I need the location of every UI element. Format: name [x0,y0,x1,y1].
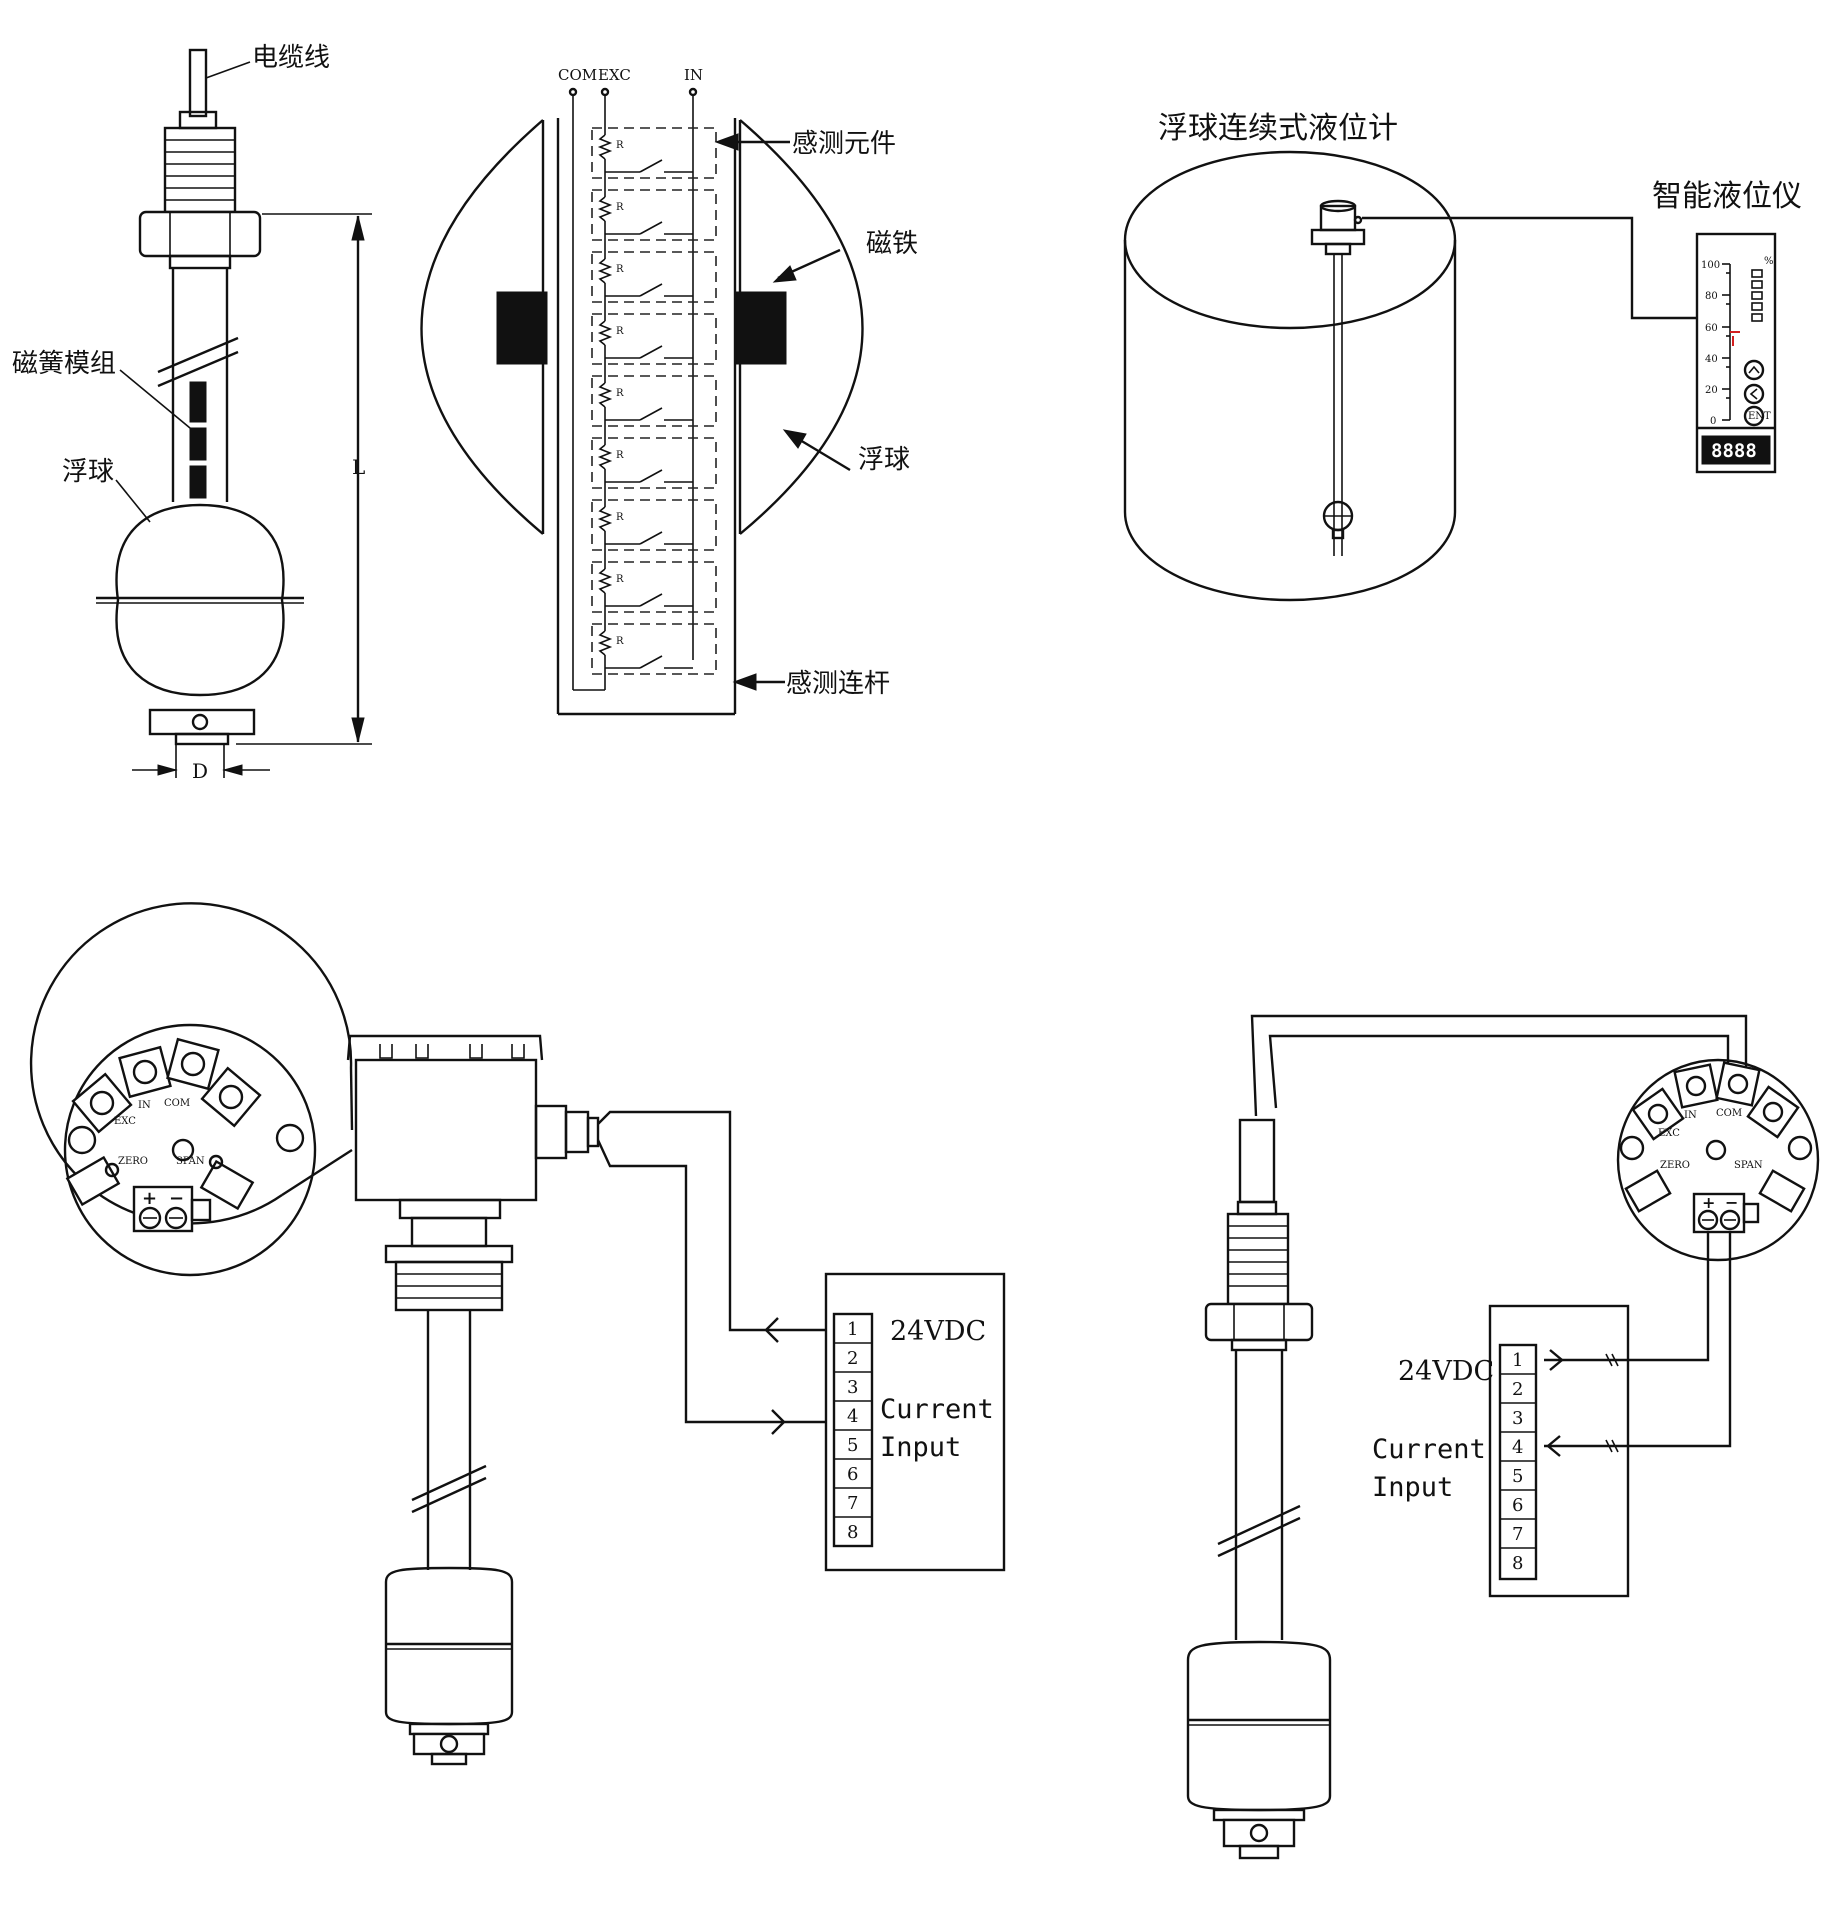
reed-schematic [420,87,864,716]
resistor-label: R [616,326,624,337]
resistor-label: R [616,450,624,461]
right-in-label: IN [1684,1110,1697,1121]
terminal-block-right [1488,1304,1630,1598]
sensing-element-label: 感测元件 [792,129,896,159]
left-zero-label: ZERO [118,1156,148,1167]
left-current-label: Current [880,1394,994,1425]
schematic-float-label: 浮球 [858,445,910,475]
reed-module-label: 磁簧模组 [12,349,116,379]
left-terminal-7: 7 [847,1493,858,1514]
length-label: L [352,455,365,479]
resistor-label: R [616,202,624,213]
left-terminal-1: 1 [847,1319,858,1340]
tank-title: 浮球连续式液位计 [1158,111,1398,146]
left-minus-label: − [169,1188,184,1209]
scale-60: 60 [1705,323,1718,334]
level-instrument [1695,232,1777,474]
left-key-icon [1743,383,1765,405]
left-plus-label: + [142,1188,157,1209]
right-plus-label: + [1702,1193,1715,1212]
right-com-label: COM [1716,1108,1742,1119]
digital-display: 8888 [1711,440,1757,462]
scale-40: 40 [1705,354,1718,365]
float-sensor-drawing [96,48,372,778]
scale-0: 0 [1710,416,1716,427]
scale-20: 20 [1705,385,1718,396]
right-terminal-1: 1 [1512,1350,1523,1371]
tank-drawing [1123,150,1696,602]
resistor-label: R [616,512,624,523]
left-span-label: SPAN [176,1156,205,1167]
right-input-label: Input [1372,1472,1453,1503]
left-terminal-2: 2 [847,1348,858,1369]
transmitter-detail-right [1186,1014,1820,1860]
left-input-label: Input [880,1432,961,1463]
cable-label: 电缆线 [252,43,330,73]
float-label: 浮球 [62,457,114,487]
resistor-label: R [616,388,624,399]
magnet-label: 磁铁 [866,229,918,259]
in-terminal-label: IN [684,66,703,84]
left-terminal-6: 6 [847,1464,858,1485]
right-minus-label: − [1725,1193,1738,1212]
transmitter-detail-left [29,902,826,1766]
com-terminal-label: COM [558,66,597,84]
right-terminal-8: 8 [1512,1553,1523,1574]
left-voltage-label: 24VDC [890,1316,986,1347]
scale-100: 100 [1701,260,1720,271]
instrument-label: 智能液位仪 [1652,179,1802,214]
resistor-label: R [616,140,624,151]
right-exc-label: EXC [1658,1128,1680,1139]
sensing-rod-label: 感测连杆 [786,669,890,699]
right-terminal-5: 5 [1512,1466,1523,1487]
resistor-label: R [616,636,624,647]
left-in-label: IN [138,1100,151,1111]
left-terminal-4: 4 [847,1406,858,1427]
resistor-label: R [616,574,624,585]
right-terminal-7: 7 [1512,1524,1523,1545]
enter-key-label: ENT [1748,411,1771,422]
right-terminal-3: 3 [1512,1408,1523,1429]
left-terminal-5: 5 [847,1435,858,1456]
enter-key-icon [1743,405,1765,427]
right-zero-label: ZERO [1660,1160,1690,1171]
right-terminal-6: 6 [1512,1495,1523,1516]
up-key-icon [1743,359,1765,381]
left-exc-label: EXC [114,1116,136,1127]
left-terminal-8: 8 [847,1522,858,1543]
resistor-label: R [616,264,624,275]
scale-80: 80 [1705,291,1718,302]
unit-label: % [1764,256,1774,267]
right-current-label: Current [1372,1434,1486,1465]
exc-terminal-label: EXC [598,66,631,84]
left-com-label: COM [164,1098,190,1109]
diameter-label: D [192,759,208,783]
terminal-block-left [824,1272,1006,1572]
right-voltage-label: 24VDC [1398,1356,1494,1387]
left-terminal-3: 3 [847,1377,858,1398]
right-terminal-2: 2 [1512,1379,1523,1400]
right-span-label: SPAN [1734,1160,1763,1171]
right-terminal-4: 4 [1512,1437,1523,1458]
